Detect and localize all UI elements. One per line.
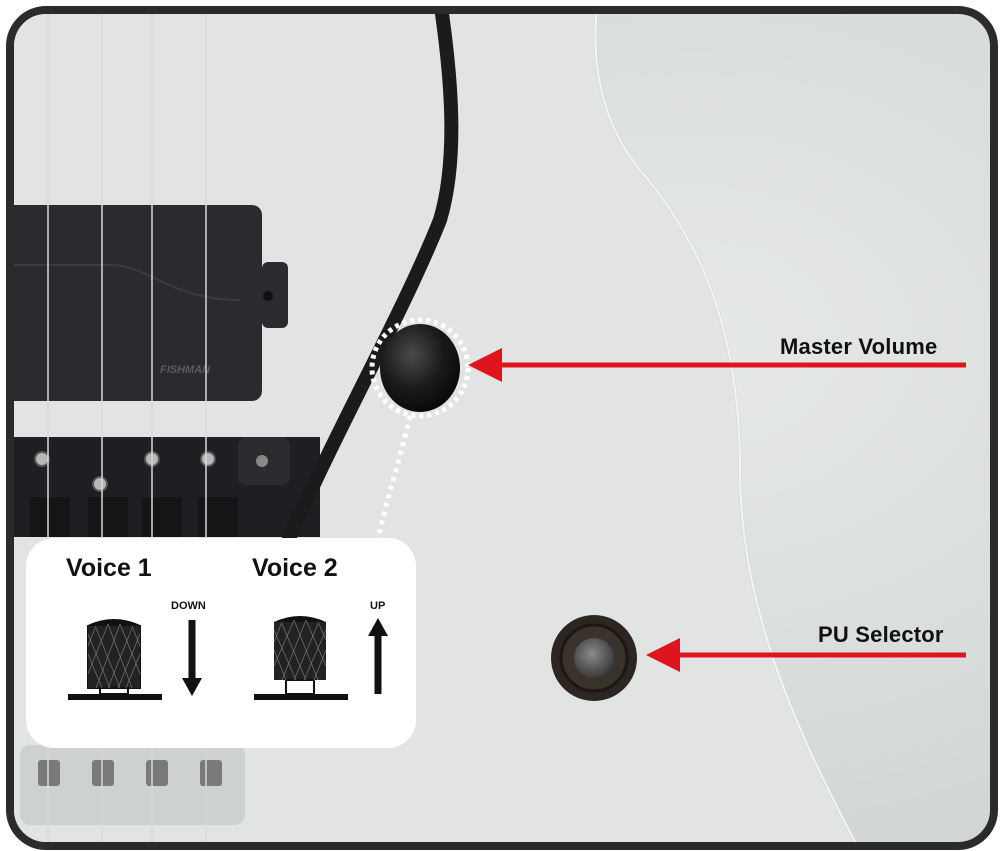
voice1-knob-icon [68,619,162,700]
down-label: DOWN [171,600,206,612]
master-volume-knob [369,317,471,419]
svg-text:FISHMAN: FISHMAN [160,364,211,376]
pu-selector-switch [551,615,637,701]
up-label: UP [370,600,386,612]
pu-selector-arrow [646,638,966,672]
down-arrow-icon [182,620,202,696]
tremolo-arm [273,14,459,567]
voice2-title: Voice 2 [252,554,338,582]
humbucker-pickup: FISHMAN [14,205,288,401]
master-volume-arrow [468,348,966,382]
pu-selector-label: PU Selector [818,622,944,647]
voice2-knob-icon [254,616,348,700]
bridge [14,437,320,537]
dotted-connector [375,415,413,541]
voice1-title: Voice 1 [66,554,152,582]
master-volume-label: Master Volume [780,334,938,359]
fine-tuners [20,745,245,825]
voice-panel: Voice 1 Voice 2 DOWN UP [26,538,416,748]
up-arrow-icon [368,618,388,694]
voice-diagrams [68,616,388,700]
